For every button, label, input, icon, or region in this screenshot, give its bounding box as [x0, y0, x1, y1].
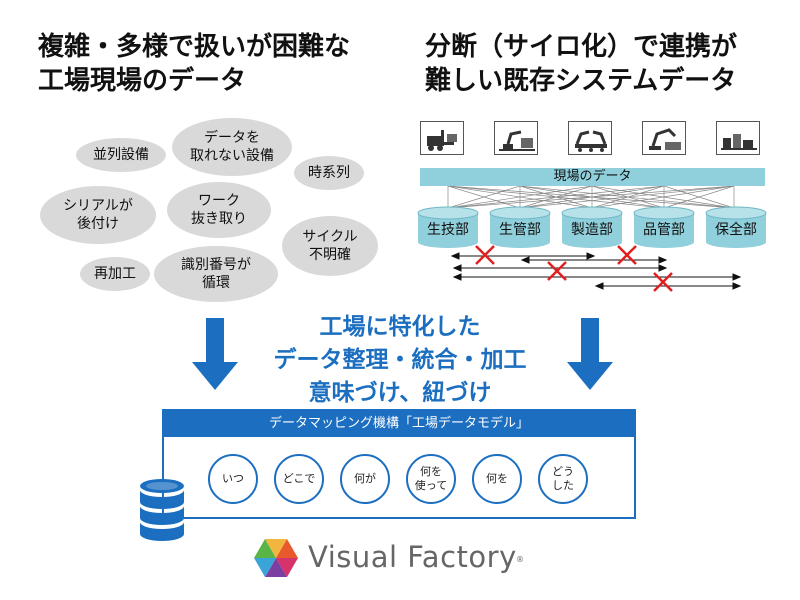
mapping-item-using-what: 何を 使って	[406, 454, 456, 504]
issue-label: 識別番号が 循環	[181, 257, 251, 291]
department-cylinder-manufacturing: 製造部	[561, 206, 623, 248]
right-heading-line-2: 難しい既存システムデータ	[425, 66, 737, 96]
center-message: 工場に特化した データ整理・統合・加工 意味づけ、紐づけ	[240, 311, 560, 410]
department-label: 生技部	[427, 222, 469, 238]
center-message-line-3: 意味づけ、紐づけ	[308, 380, 492, 406]
department-label: 生管部	[499, 222, 541, 238]
mapping-item-label: 何を	[486, 472, 508, 485]
assembly-robot-icon	[642, 121, 686, 155]
mapping-item-when: いつ	[208, 454, 258, 504]
issue-bubble-parallel-equipment: 並列設備	[76, 138, 166, 172]
red-cross-marks	[475, 245, 673, 292]
database-icon	[140, 479, 184, 541]
mapping-item-to-what: 何を	[472, 454, 522, 504]
department-cylinder-production-engineering: 生技部	[417, 206, 479, 248]
issue-bubble-serial-added-later: シリアルが 後付け	[40, 186, 156, 244]
issue-label: 再加工	[94, 266, 136, 282]
machine-icon-row	[418, 121, 768, 157]
shop-floor-data-band: 現場のデータ	[420, 168, 765, 186]
issue-label: データを 取れない設備	[190, 130, 274, 164]
left-heading-line-1: 複雑・多様で扱いが困難な	[38, 32, 351, 62]
registered-mark: ®	[516, 555, 524, 564]
center-message-line-1: 工場に特化した	[319, 314, 481, 340]
center-message-line-2: データ整理・統合・加工	[273, 347, 527, 373]
issue-bubble-id-number-cycles: 識別番号が 循環	[154, 246, 278, 302]
department-cylinder-maintenance: 保全部	[705, 206, 767, 248]
right-down-arrow	[567, 318, 613, 390]
issue-label: 時系列	[308, 165, 350, 181]
broken-connection-arrows	[450, 245, 742, 292]
mapping-item-label: 何を 使って	[414, 465, 448, 492]
department-cylinder-production-control: 生管部	[489, 206, 551, 248]
department-label: 品管部	[643, 222, 685, 238]
issue-bubble-work-sampling: ワーク 抜き取り	[167, 182, 271, 238]
department-label: 保全部	[715, 222, 757, 238]
issue-label: シリアルが 後付け	[63, 198, 133, 232]
issue-bubble-unreadable-equipment: データを 取れない設備	[172, 118, 292, 176]
loading-dock-icon	[716, 121, 760, 155]
mapping-item-label: どこで	[282, 472, 316, 485]
left-heading: 複雑・多様で扱いが困難な 工場現場のデータ	[38, 30, 398, 98]
right-heading: 分断（サイロ化）で連携が 難しい既存システムデータ	[425, 30, 785, 98]
mapping-item-label: 何が	[354, 472, 376, 485]
conveyor-robot-icon	[568, 121, 612, 155]
data-mapping-box: データマッピング機構「工場データモデル」 いつ どこで 何が 何を 使って 何を…	[162, 409, 636, 519]
mapping-item-what: 何が	[340, 454, 390, 504]
right-heading-line-1: 分断（サイロ化）で連携が	[425, 32, 738, 62]
issue-bubble-time-series: 時系列	[294, 156, 364, 190]
forklift-icon	[420, 121, 464, 155]
issue-bubble-rework: 再加工	[80, 257, 150, 291]
left-down-arrow	[192, 318, 238, 390]
department-label: 製造部	[571, 222, 613, 238]
issue-label: サイクル 不明確	[302, 229, 358, 263]
left-heading-line-2: 工場現場のデータ	[38, 66, 247, 96]
visual-factory-logo: Visual Factory ®	[253, 536, 553, 580]
mapping-item-how: どう した	[538, 454, 588, 504]
issue-label: 並列設備	[93, 147, 149, 163]
data-mapping-title: データマッピング機構「工場データモデル」	[164, 411, 634, 437]
mapping-item-where: どこで	[274, 454, 324, 504]
department-cylinder-quality-control: 品管部	[633, 206, 695, 248]
mapping-item-label: いつ	[222, 472, 244, 485]
mapping-item-label: どう した	[552, 465, 574, 492]
logo-text: Visual Factory	[308, 540, 517, 574]
robot-arm-icon	[494, 121, 538, 155]
issue-bubble-cycle-unclear: サイクル 不明確	[282, 216, 378, 276]
issue-label: ワーク 抜き取り	[191, 193, 247, 227]
hexagon-logo-icon	[254, 539, 298, 577]
network-lines	[447, 186, 735, 209]
